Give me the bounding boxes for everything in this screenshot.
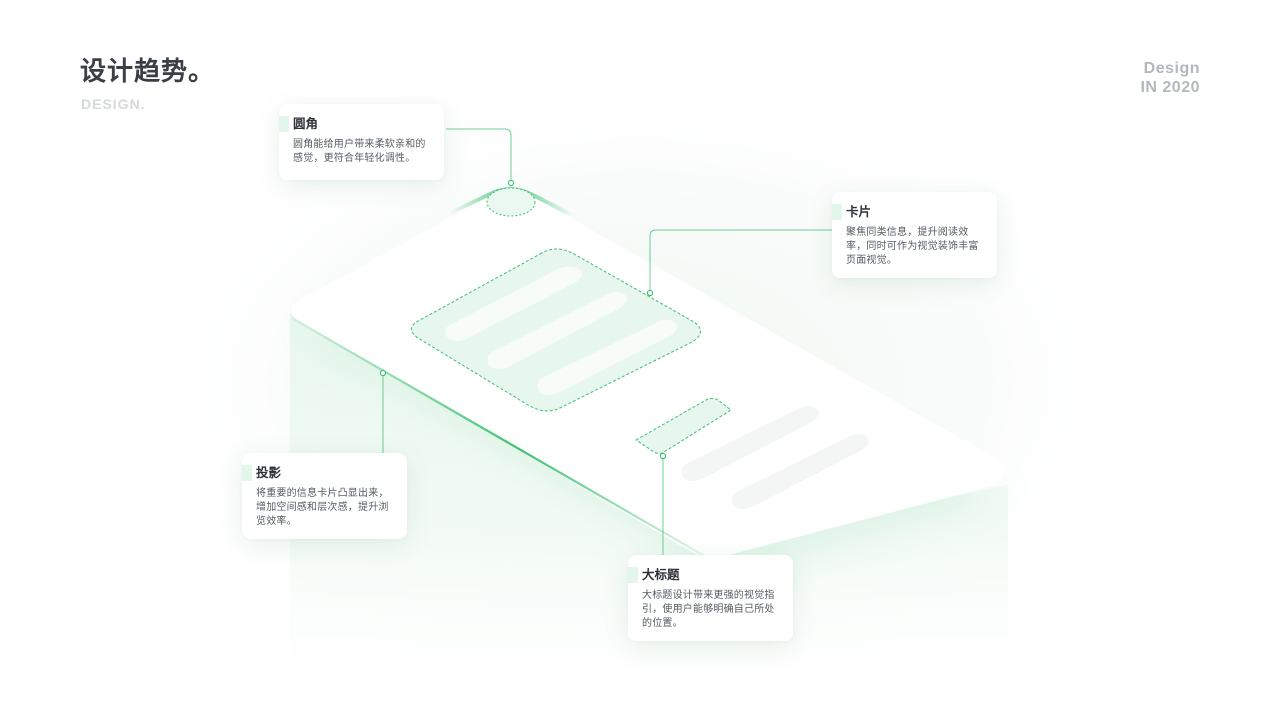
connector-corner (446, 128, 512, 182)
callout-rounded-corner-title-text: 圆角 (293, 116, 319, 131)
callout-large-heading-title: 大标题 (628, 567, 779, 583)
title-accent-marker (832, 204, 842, 220)
connector-shadow-dot (379, 369, 387, 377)
callout-rounded-corner-title: 圆角 (279, 116, 430, 132)
list-bar-1 (681, 405, 819, 481)
callout-large-heading-title-text: 大标题 (642, 567, 680, 582)
callout-large-heading: 大标题 大标题设计带来更强的视觉指引，使用户能够明确自己所处的位置。 (628, 555, 793, 641)
title-accent-marker (279, 116, 289, 132)
card-bar-1 (445, 266, 582, 341)
connector-card (649, 229, 832, 292)
callout-card: 卡片 聚焦同类信息，提升阅读效率，同时可作为视觉装饰丰富页面视觉。 (832, 192, 997, 278)
card-bar-3 (537, 319, 677, 395)
connector-card-dot (646, 289, 654, 297)
page-title: 设计趋势。 (80, 57, 216, 87)
callout-card-desc: 聚焦同类信息，提升阅读效率，同时可作为视觉装饰丰富页面视觉。 (846, 227, 979, 266)
callout-shadow-desc: 将重要的信息卡片凸显出来，增加空间感和层次感，提升浏览效率。 (256, 488, 389, 527)
heading-region (635, 398, 732, 454)
callout-shadow-title: 投影 (242, 465, 393, 481)
title-accent-marker (628, 567, 638, 583)
callout-rounded-corner: 圆角 圆角能给用户带来柔软亲和的感觉，更符合年轻化调性。 (279, 104, 444, 180)
device-side-face (290, 310, 1008, 720)
list-bar-2 (731, 433, 869, 509)
callout-card-title-text: 卡片 (846, 204, 872, 219)
title-accent-marker (242, 465, 252, 481)
device-edge-highlight (291, 317, 709, 559)
callout-shadow: 投影 将重要的信息卡片凸显出来，增加空间感和层次感，提升浏览效率。 (242, 453, 407, 539)
brand-label: Design IN 2020 (1140, 59, 1200, 97)
callout-rounded-corner-desc: 圆角能给用户带来柔软亲和的感觉，更符合年轻化调性。 (293, 139, 426, 164)
brand-line-2: IN 2020 (1140, 79, 1200, 96)
callout-card-title: 卡片 (832, 204, 983, 220)
connector-corner-dot (507, 179, 515, 187)
brand-line-1: Design (1143, 60, 1200, 77)
page-subtitle: DESIGN. (81, 96, 146, 112)
connector-heading-dot (659, 452, 667, 460)
corner-highlight-marker (486, 187, 536, 217)
callout-shadow-title-text: 投影 (256, 465, 282, 480)
callout-large-heading-desc: 大标题设计带来更强的视觉指引，使用户能够明确自己所处的位置。 (642, 590, 775, 629)
card-bar-2 (487, 291, 627, 369)
